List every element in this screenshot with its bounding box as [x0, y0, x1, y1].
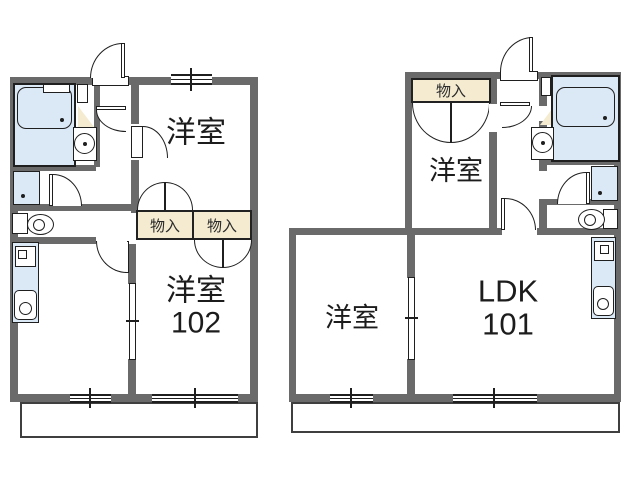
window-tick: [350, 388, 352, 408]
wall: [94, 84, 100, 167]
wall: [237, 394, 258, 402]
room-label: 洋室: [325, 302, 379, 333]
wall: [405, 72, 412, 235]
window-tick: [493, 388, 495, 408]
toilet-tank: [12, 213, 28, 234]
door-opening: [96, 237, 130, 244]
entrance-door-leaf: [529, 37, 533, 72]
door-opening: [489, 104, 497, 132]
wall: [289, 228, 296, 402]
wall: [407, 235, 415, 278]
door-opening: [502, 228, 537, 235]
washbasin-dot: [83, 142, 87, 146]
shoe-cabinet: [541, 77, 551, 96]
door-arc: [557, 172, 586, 204]
room-label: LDK 101: [478, 275, 538, 340]
closet-door-leaf: [450, 103, 452, 143]
wall: [110, 394, 153, 402]
corner-shelf: [78, 106, 94, 127]
stove-burner: [18, 250, 27, 259]
wall: [289, 228, 503, 235]
entrance-door-arc: [90, 43, 123, 78]
wall: [372, 394, 454, 402]
washing-machine-dot: [598, 191, 602, 195]
wall: [489, 131, 497, 228]
room-label: 洋室 102: [166, 274, 226, 339]
wall: [614, 72, 621, 402]
balcony: [291, 402, 620, 433]
sliding-door-tick: [405, 317, 418, 319]
washing-machine: [13, 171, 40, 205]
wall: [10, 204, 136, 211]
entrance-door-leaf: [121, 43, 125, 78]
shoe-cabinet: [77, 84, 88, 103]
room-label-line: 洋室: [166, 274, 226, 308]
wall: [131, 158, 139, 213]
bathtub: [17, 87, 72, 129]
sink-drain: [597, 298, 609, 310]
wall: [10, 165, 96, 171]
window: [453, 394, 537, 403]
wall: [405, 72, 502, 79]
toilet-seat: [33, 219, 45, 231]
toilet-seat: [584, 214, 596, 226]
door-arc: [502, 106, 532, 128]
wall: [536, 394, 621, 402]
door-arc: [143, 126, 168, 158]
closet-label: 物入: [206, 217, 237, 235]
bath-shelf: [43, 84, 70, 93]
storage-closet: 物入: [411, 78, 491, 103]
window-tick: [194, 388, 196, 408]
door-leaf: [586, 172, 590, 204]
wall: [10, 394, 71, 402]
wall: [10, 237, 96, 244]
door-arc: [96, 241, 127, 273]
wall: [536, 228, 621, 235]
window-tick: [89, 388, 91, 408]
bathtub-drain-dot: [60, 118, 64, 122]
wall: [250, 77, 258, 402]
sliding-door-tick: [126, 320, 139, 322]
entry-step: [500, 71, 538, 81]
balcony: [20, 402, 258, 438]
washbasin-dot: [541, 141, 545, 145]
closet-door-leaf: [222, 240, 224, 268]
toilet-tank: [603, 209, 618, 229]
washing-machine-dot: [21, 194, 25, 198]
window-tick: [190, 68, 192, 91]
stove-burner: [600, 245, 609, 254]
storage-closet: 物入: [192, 210, 252, 240]
wall: [10, 77, 94, 85]
storage-closet: 物入: [136, 210, 194, 240]
room-label-line: LDK: [477, 273, 539, 309]
closet-door-leaf: [164, 182, 166, 210]
wall: [547, 159, 621, 165]
door-arc: [96, 110, 126, 132]
wall: [128, 359, 136, 395]
door-leaf: [131, 126, 143, 158]
room-number: 102: [170, 306, 222, 339]
bathtub: [556, 87, 615, 127]
bathtub-drain-dot: [603, 116, 607, 120]
wall: [539, 202, 547, 228]
room-label: 洋室: [166, 116, 226, 150]
washing-machine: [591, 166, 618, 201]
sink-drain: [19, 302, 32, 315]
wall: [128, 244, 136, 284]
wall: [289, 394, 331, 402]
door-arc: [53, 174, 82, 206]
door-arc: [505, 198, 536, 230]
closet-label: 物入: [435, 83, 466, 100]
wall: [489, 79, 497, 105]
wall: [407, 359, 415, 395]
room-number: 101: [482, 306, 534, 341]
room-label: 洋室: [429, 155, 483, 186]
closet-label: 物入: [149, 217, 180, 235]
wall: [131, 85, 139, 126]
